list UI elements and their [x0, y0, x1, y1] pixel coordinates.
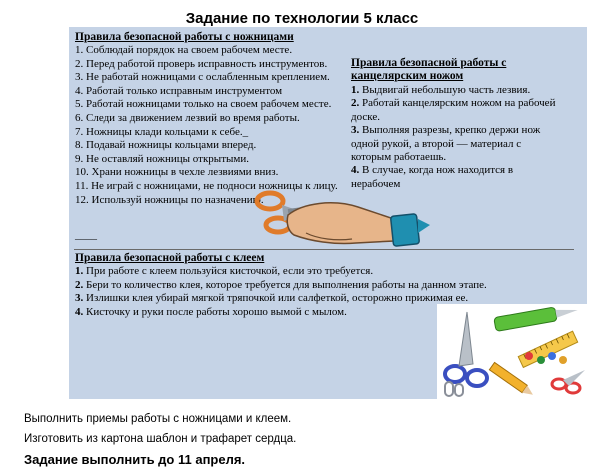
- knife-rules-list: 1. Выдвигай небольшую часть лезвия. 2. Р…: [351, 84, 561, 191]
- list-item: 2. Перед работой проверь исправность инс…: [75, 57, 328, 70]
- page-title: Задание по технологии 5 класс: [185, 10, 419, 27]
- hand-with-scissors-illustration: [254, 190, 430, 247]
- list-item: 4. В случае, когда нож находится в нераб…: [351, 164, 514, 190]
- stationery-tools-illustration: [437, 304, 587, 399]
- glue-rules-title: Правила безопасной работы с клеем: [75, 252, 265, 264]
- instruction-line-1: Выполнить приемы работы с ножницами и кл…: [24, 413, 292, 425]
- list-item: 2. Работай канцелярским ножом на рабочей…: [351, 97, 556, 123]
- list-item: 12. Используй ножницы по назначению.: [75, 193, 264, 206]
- scissors-icon: [550, 370, 585, 395]
- list-item: 1. Выдвигай небольшую часть лезвия.: [351, 84, 531, 96]
- paper-clip-icon: [444, 381, 464, 397]
- glue-rules-list: 1. При работе с клеем пользуйся кисточко…: [75, 265, 487, 319]
- list-item: 4. Работай только исправным инструментом: [75, 84, 283, 97]
- list-item: 3. Излишки клея убирай мягкой тряпочкой …: [75, 292, 469, 305]
- pencil-icon: [488, 361, 533, 395]
- list-item: 9. Не оставляй ножницы открытыми.: [75, 152, 249, 165]
- list-item: 4. Кисточку и руки после работы хорошо в…: [75, 305, 347, 318]
- list-item: 7. Ножницы клади кольцами к себе._: [75, 125, 249, 138]
- blank-line: ____: [75, 229, 97, 241]
- list-item: 1. При работе с клеем пользуйся кисточко…: [75, 265, 374, 277]
- scissors-rules-list: 1. Соблюдай порядок на своем рабочем мес…: [75, 44, 338, 207]
- list-item: 11. Не играй с ножницами, не подноси нож…: [75, 179, 338, 192]
- utility-knife-icon: [493, 307, 578, 332]
- list-item: 5. Работай ножницами только на своем раб…: [75, 98, 332, 111]
- list-item: 10. Храни ножницы в чехле лезвиями вниз.: [75, 166, 279, 179]
- instruction-line-2: Изготовить из картона шаблон и трафарет …: [24, 433, 297, 445]
- list-item: 2. Бери то количество клея, которое треб…: [75, 278, 487, 291]
- list-item: 1. Соблюдай порядок на своем рабочем мес…: [75, 44, 293, 56]
- scissors-rules-title: Правила безопасной работы с ножницами: [75, 31, 294, 43]
- list-item: 8. Подавай ножницы кольцами вперед.: [75, 139, 257, 152]
- deadline-text: Задание выполнить до 11 апреля.: [24, 452, 246, 467]
- knife-rules-title: Правила безопасной работы с канцелярским…: [351, 57, 507, 82]
- list-item: 6. Следи за движением лезвий во время ра…: [75, 111, 300, 124]
- pins-icon: [525, 352, 567, 364]
- ruler-icon: [517, 330, 579, 369]
- list-item: 3. Не работай ножницами с ослабленным кр…: [75, 71, 330, 84]
- section-divider: [74, 249, 574, 250]
- scissors-icon: [443, 311, 489, 388]
- list-item: 3. Выполняя разрезы, крепко держи нож од…: [351, 124, 541, 164]
